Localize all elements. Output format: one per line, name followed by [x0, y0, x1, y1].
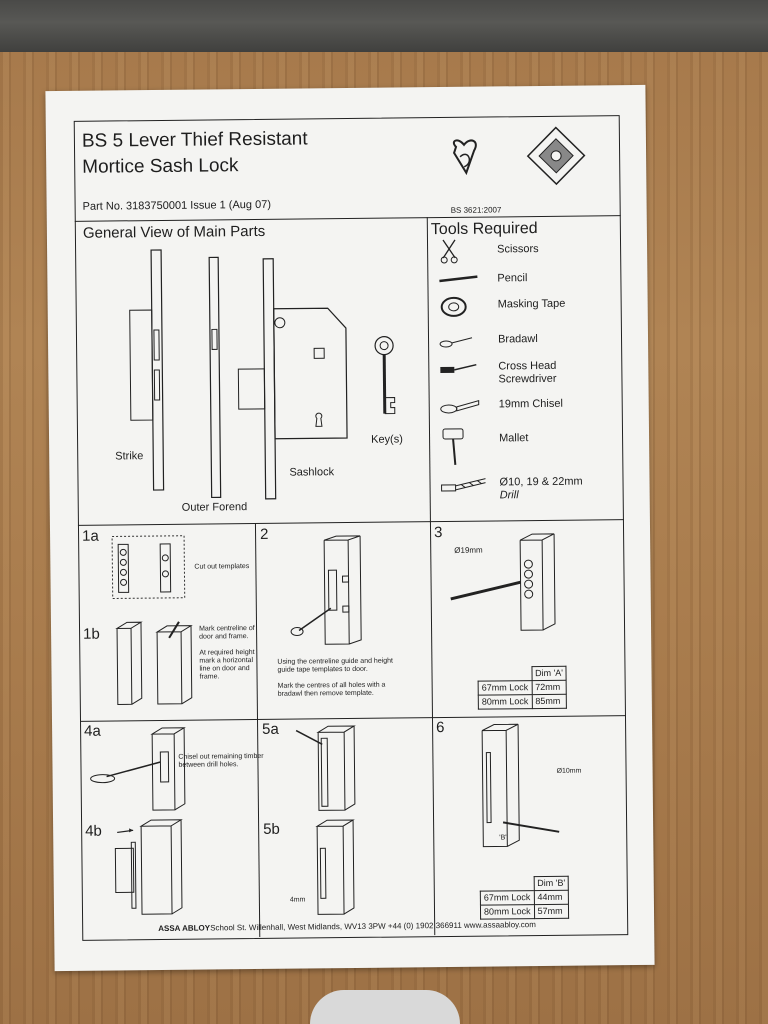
strike-label: Strike	[115, 450, 144, 463]
bradawl-icon	[439, 337, 473, 348]
masking-tape-icon	[440, 296, 467, 317]
step-3-number: 3	[433, 524, 443, 542]
tool-label: Mallet	[499, 432, 529, 445]
tools-heading: Tools Required	[430, 220, 538, 239]
tool-label-line-2: Screwdriver	[498, 372, 557, 386]
chisel-out-drawing	[90, 727, 186, 811]
standard-label: BS 3621:2007	[450, 205, 502, 215]
step-4b-number: 4b	[85, 822, 102, 840]
mallet-icon	[442, 428, 464, 465]
title-line-1: BS 5 Lever Thief Resistant	[81, 128, 308, 152]
tool-label-line-2: Drill	[499, 489, 519, 502]
floor-object	[310, 990, 460, 1024]
tool-label: Ø10, 19 & 22mm	[499, 475, 583, 489]
part-number: Part No. 3183750001 Issue 1 (Aug 07)	[82, 198, 272, 213]
instruction-sheet: BS 5 Lever Thief Resistant Mortice Sash …	[45, 84, 655, 972]
dim-a-row-1-lock: 67mm Lock	[478, 680, 532, 696]
dim-b-row-2-value: 57mm	[533, 904, 570, 919]
tool-label: 19mm Chisel	[498, 397, 563, 411]
template-on-door-drawing	[290, 535, 362, 645]
scissors-icon	[440, 239, 458, 264]
tool-label: Pencil	[497, 272, 528, 285]
step-6-label: Ø10mm	[556, 767, 582, 775]
chisel-icon	[440, 399, 480, 414]
background-wall	[0, 0, 768, 56]
step-1a-text: Cut out templates	[194, 563, 250, 571]
step-2-number: 2	[259, 525, 269, 543]
step-6-number: 6	[436, 719, 445, 737]
mark-centreline-drawing	[115, 621, 193, 705]
step-4a-text-line: between drill holes.	[178, 761, 239, 769]
step-1a-number: 1a	[81, 527, 99, 545]
step-5a-number: 5a	[262, 720, 279, 738]
drilling-drawing	[450, 533, 556, 631]
step-1b-text-line: frame.	[199, 673, 220, 681]
dim-a-row-1-value: 72mm	[531, 680, 567, 695]
dim-a-row-2-value: 85mm	[531, 694, 567, 709]
dim-a-header: Dim 'A'	[531, 666, 567, 681]
keys-label: Key(s)	[371, 433, 403, 446]
tool-label: Scissors	[497, 243, 539, 256]
fit-forend-drawing	[295, 725, 356, 811]
step-6-marker: 'B'	[499, 834, 507, 842]
dim-b-row-2-lock: 80mm Lock	[480, 904, 535, 920]
step-5b-label: 4mm	[289, 896, 306, 904]
drill-bit-icon	[441, 478, 486, 492]
templates-drawing	[111, 535, 186, 599]
secured-by-design-logo	[526, 126, 586, 186]
dim-b-header: Dim 'B'	[533, 876, 569, 891]
kitemark-logo	[452, 139, 477, 176]
dim-a-row-2-lock: 80mm Lock	[478, 694, 532, 710]
insert-lock-drawing	[114, 819, 183, 915]
door-recess-drawing	[315, 819, 355, 915]
title-line-2: Mortice Sash Lock	[82, 155, 239, 178]
step-1b-number: 1b	[83, 625, 100, 643]
outer-forend-label: Outer Forend	[181, 501, 248, 514]
dim-b-row-1-value: 44mm	[533, 890, 569, 905]
spindle-hole-drawing	[481, 723, 560, 848]
sashlock-label: Sashlock	[289, 466, 335, 479]
tool-label: Masking Tape	[497, 297, 566, 311]
step-5b-number: 5b	[263, 820, 280, 838]
step-1b-text-line: line on door and	[199, 665, 250, 673]
pencil-icon	[439, 275, 478, 283]
main-parts-drawing	[129, 249, 396, 500]
step-2-text-line: bradawl then remove template.	[277, 689, 374, 698]
footer-brand: ASSA ABLOY	[158, 923, 211, 934]
step-1b-text-line: door and frame.	[199, 633, 249, 641]
tool-label: Cross Head	[498, 359, 557, 373]
tool-label: Bradawl	[497, 333, 538, 346]
dim-b-row-1-lock: 67mm Lock	[480, 890, 534, 906]
screwdriver-icon	[440, 363, 477, 374]
